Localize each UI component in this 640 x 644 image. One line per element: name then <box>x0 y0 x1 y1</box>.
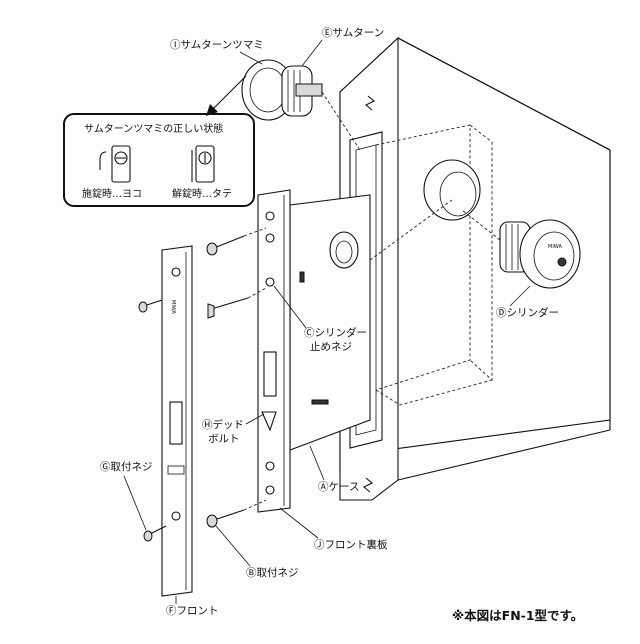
front-plate-part: MIWA <box>161 245 193 597</box>
label-thumbturn-knob: Ⓘサムターンツマミ <box>170 39 264 51</box>
door-panel <box>339 36 611 501</box>
label-deadbolt-2: ボルト <box>208 433 240 445</box>
screw-b-top <box>206 227 267 256</box>
label-front-backplate: Ⓙフロント裏板 <box>314 538 388 551</box>
front-backplate-part <box>257 189 291 513</box>
label-mounting-screw-b: Ⓑ取付ネジ <box>246 566 299 579</box>
unlocked-label: 解錠時…タテ <box>172 187 232 200</box>
label-thumbturn: Ⓔサムターン <box>322 27 384 39</box>
svg-text:MIWA: MIWA <box>548 244 562 250</box>
label-front: Ⓕフロント <box>166 605 219 617</box>
locked-state-icon <box>99 145 131 183</box>
inset-thumbturn-state: サムターンツマミの正しい状態 施錠時…ヨコ 解錠時…タテ <box>63 75 255 207</box>
screw-g-top <box>138 299 163 313</box>
screw-b-bottom <box>206 499 267 528</box>
screw-c <box>207 287 267 319</box>
model-note: ※本図はFN-1型です。 <box>452 608 583 623</box>
thumbturn-part <box>241 59 361 151</box>
cylinder-part: MIWA <box>461 209 581 289</box>
label-case: Ⓐケース <box>318 481 359 493</box>
label-cylinder-screw-2: 止めネジ <box>310 341 352 353</box>
inset-title: サムターンツマミの正しい状態 <box>84 122 223 135</box>
svg-text:MIWA: MIWA <box>170 300 176 314</box>
screw-g-bottom <box>143 525 167 542</box>
unlocked-state-icon <box>191 145 215 183</box>
locked-label: 施錠時…ヨコ <box>82 187 142 200</box>
label-mounting-screw-g: Ⓖ取付ネジ <box>100 460 153 473</box>
label-cylinder: Ⓓシリンダー <box>496 306 559 319</box>
label-cylinder-screw-1: Ⓒシリンダー <box>304 326 367 339</box>
label-deadbolt-1: Ⓗデッド <box>202 418 244 431</box>
